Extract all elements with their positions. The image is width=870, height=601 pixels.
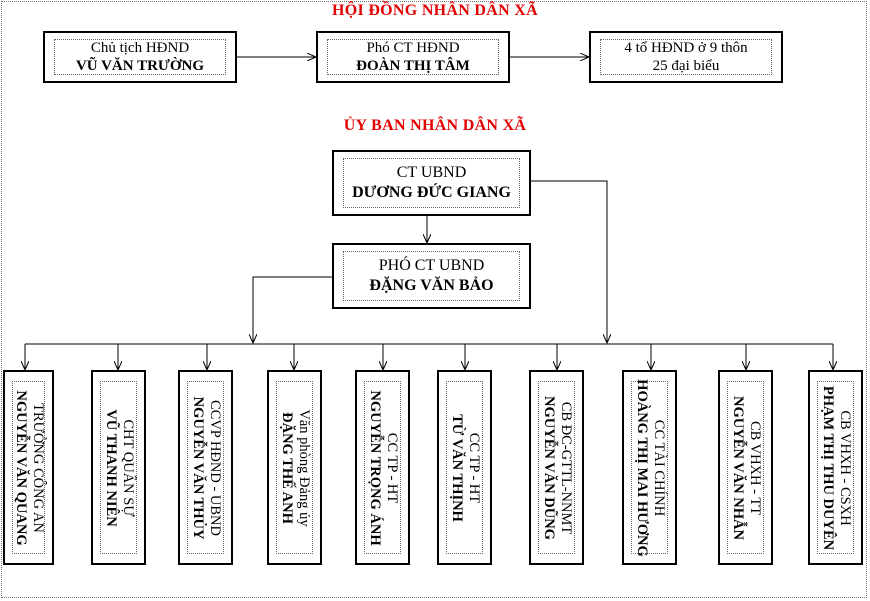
officer-name: VŨ THANH NIÊN bbox=[102, 408, 119, 527]
ubnd-chair-box: CT UBND DƯƠNG ĐỨC GIANG bbox=[332, 150, 531, 216]
officer-name: NGUYỄN TRỌNG ÁNH bbox=[366, 389, 383, 546]
officer-box-6: CC TP - HT TỪ VĂN THỊNH bbox=[437, 370, 492, 565]
hdnd-vice-chair-box: Phó CT HĐND ĐOÀN THỊ TÂM bbox=[316, 31, 510, 83]
hdnd-chair-name: VŨ VĂN TRƯỜNG bbox=[75, 58, 205, 74]
officer-name: ĐẶNG THẾ ANH bbox=[278, 411, 295, 524]
ubnd-chair-name: DƯƠNG ĐỨC GIANG bbox=[352, 184, 511, 201]
officer-role: CC TP - HT bbox=[383, 432, 400, 503]
officer-role: CB ĐC-GTTL-NNMT bbox=[557, 401, 574, 534]
officer-box-8: CC TÀI CHÍNH HOÀNG THỊ MAI HƯƠNG bbox=[622, 370, 677, 565]
officer-role: TRƯỞNG CÔNG AN bbox=[29, 402, 46, 533]
officer-name: NGUYỄN VĂN DŨNG bbox=[540, 395, 557, 540]
arrow-ubnd-chair-to-bus bbox=[531, 180, 607, 343]
officer-name: NGUYỄN VĂN QUANG bbox=[12, 389, 29, 546]
arrow-ubnd-vice-to-bus bbox=[253, 276, 332, 343]
officer-role: Văn phòng Đảng ủy bbox=[295, 408, 312, 527]
officer-role: CHT QUÂN SỰ bbox=[119, 418, 136, 517]
officer-box-1: TRƯỞNG CÔNG AN NGUYỄN VĂN QUANG bbox=[3, 370, 54, 565]
ubnd-vice-chair-name: ĐẶNG VĂN BẢO bbox=[369, 277, 494, 294]
officer-role: CB VHXH - CSXH bbox=[836, 409, 853, 526]
officer-role: CC TÀI CHÍNH bbox=[650, 419, 667, 516]
officer-name: TỪ VĂN THỊNH bbox=[448, 413, 465, 522]
ubnd-vice-chair-box: PHÓ CT UBND ĐẶNG VĂN BẢO bbox=[332, 243, 531, 309]
officer-name: PHẠM THỊ THU DUYÊN bbox=[819, 385, 836, 550]
hdnd-chair-role: Chủ tịch HĐND bbox=[90, 40, 190, 56]
officer-name: NGUYỄN VĂN THỦY bbox=[189, 396, 206, 539]
hdnd-delegates-line2: 25 đại biểu bbox=[652, 58, 720, 74]
ubnd-chair-role: CT UBND bbox=[396, 164, 467, 181]
officer-box-2: CHT QUÂN SỰ VŨ THANH NIÊN bbox=[91, 370, 146, 565]
hdnd-vice-chair-name: ĐOÀN THỊ TÂM bbox=[356, 58, 470, 74]
officer-box-4: Văn phòng Đảng ủy ĐẶNG THẾ ANH bbox=[267, 370, 322, 565]
officer-name: HOÀNG THỊ MAI HƯƠNG bbox=[633, 378, 650, 557]
hdnd-delegates-box: 4 tổ HĐND ở 9 thôn 25 đại biểu bbox=[589, 31, 783, 83]
ubnd-heading: ỦY BAN NHÂN DÂN XÃ bbox=[343, 117, 527, 134]
officer-box-9: CB VHXH - TT NGUYỄN VĂN NHẪN bbox=[718, 370, 773, 565]
hdnd-vice-chair-role: Phó CT HĐND bbox=[366, 40, 460, 56]
officer-box-7: CB ĐC-GTTL-NNMT NGUYỄN VĂN DŨNG bbox=[529, 370, 584, 565]
officer-box-3: CCVP HĐND - UBND NGUYỄN VĂN THỦY bbox=[178, 370, 233, 565]
officer-role: CB VHXH - TT bbox=[746, 420, 763, 515]
officer-role: CC TP - HT bbox=[465, 432, 482, 503]
ubnd-vice-chair-role: PHÓ CT UBND bbox=[378, 257, 485, 274]
officer-name: NGUYỄN VĂN NHẪN bbox=[729, 395, 746, 540]
officer-role: CCVP HĐND - UBND bbox=[206, 399, 223, 536]
hdnd-chair-box: Chủ tịch HĐND VŨ VĂN TRƯỜNG bbox=[43, 31, 237, 83]
hdnd-heading: HỘI ĐỒNG NHÂN DÂN XÃ bbox=[332, 2, 538, 19]
officer-box-5: CC TP - HT NGUYỄN TRỌNG ÁNH bbox=[355, 370, 410, 565]
officer-box-10: CB VHXH - CSXH PHẠM THỊ THU DUYÊN bbox=[808, 370, 863, 565]
hdnd-delegates-line1: 4 tổ HĐND ở 9 thôn bbox=[624, 40, 748, 56]
